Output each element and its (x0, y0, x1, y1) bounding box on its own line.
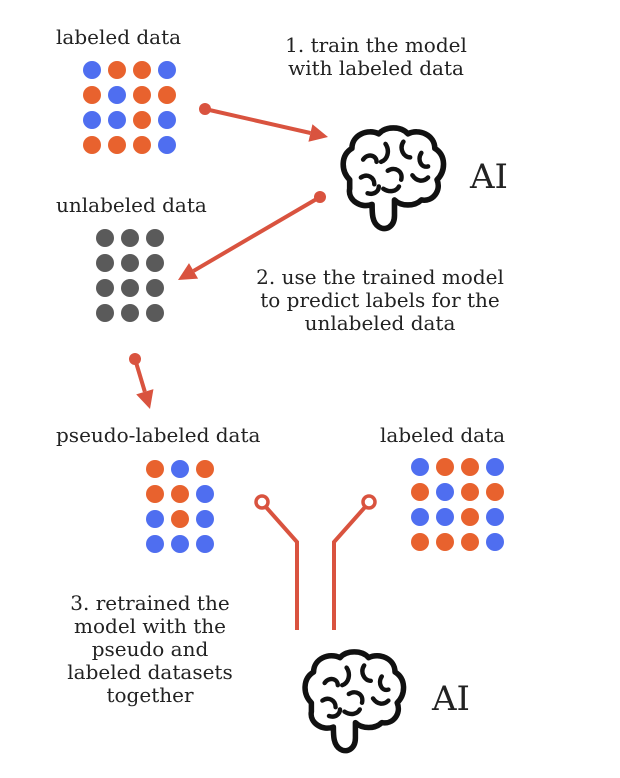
blue-data-dot (196, 510, 214, 528)
step-3-line: model with the (74, 614, 226, 638)
orange-data-dot (108, 61, 126, 79)
blue-data-dot (486, 508, 504, 526)
ai-label-top: AI (470, 157, 508, 197)
labeled-data-grid-bottom (411, 458, 504, 551)
orange-data-dot (83, 86, 101, 104)
blue-data-dot (83, 61, 101, 79)
arrow-head (178, 263, 199, 280)
step-2-line: 2. use the trained model (256, 265, 504, 289)
step-3-line: pseudo and (91, 637, 209, 661)
gray-data-dot (96, 304, 114, 322)
blue-data-dot (158, 111, 176, 129)
brain-icon (305, 652, 403, 751)
pseudo-labeled-data-grid (146, 460, 214, 553)
orange-data-dot (436, 458, 454, 476)
orange-data-dot (461, 533, 479, 551)
arrow-labeled-to-ai (199, 103, 328, 142)
gray-data-dot (121, 254, 139, 272)
arrow-head (136, 389, 154, 409)
orange-data-dot (461, 508, 479, 526)
orange-data-dot (461, 483, 479, 501)
connector-line (332, 504, 368, 630)
gray-data-dot (96, 279, 114, 297)
unlabeled-data-grid (96, 229, 164, 322)
blue-data-dot (486, 533, 504, 551)
connector-endpoint (361, 494, 377, 510)
orange-data-dot (461, 458, 479, 476)
orange-data-dot (108, 136, 126, 154)
orange-data-dot (146, 485, 164, 503)
step-1-text: 1. train the model with labeled data (285, 34, 467, 80)
blue-data-dot (196, 535, 214, 553)
blue-data-dot (108, 111, 126, 129)
gray-data-dot (121, 229, 139, 247)
orange-data-dot (133, 86, 151, 104)
arrow-head (308, 124, 328, 142)
connector-line (263, 504, 299, 630)
blue-data-dot (486, 458, 504, 476)
blue-data-dot (436, 508, 454, 526)
blue-data-dot (436, 483, 454, 501)
blue-data-dot (196, 485, 214, 503)
arrow-unlabeled-to-pseudo (129, 353, 154, 409)
step-3-line: together (106, 683, 194, 707)
blue-data-dot (411, 508, 429, 526)
blue-data-dot (171, 460, 189, 478)
step-2-line: unlabeled data (304, 311, 456, 335)
arrow-ai-to-unlabeled (178, 191, 326, 280)
labeled-data-title-top: labeled data (56, 25, 182, 49)
blue-data-dot (108, 86, 126, 104)
gray-data-dot (146, 304, 164, 322)
orange-data-dot (171, 510, 189, 528)
brain-icon (343, 128, 443, 229)
step-1-line: 1. train the model (285, 33, 467, 57)
orange-data-dot (411, 533, 429, 551)
orange-data-dot (196, 460, 214, 478)
step-2-text: 2. use the trained model to predict labe… (256, 266, 504, 335)
gray-data-dot (146, 279, 164, 297)
step-1-line: with labeled data (288, 56, 464, 80)
unlabeled-data-title: unlabeled data (56, 193, 207, 217)
orange-data-dot (436, 533, 454, 551)
blue-data-dot (411, 458, 429, 476)
merge-connector (254, 494, 377, 630)
orange-data-dot (158, 86, 176, 104)
orange-data-dot (171, 485, 189, 503)
step-2-line: to predict labels for the (260, 288, 500, 312)
orange-data-dot (411, 483, 429, 501)
orange-data-dot (83, 136, 101, 154)
step-3-text: 3. retrained the model with the pseudo a… (67, 592, 232, 707)
ai-label-bottom: AI (432, 679, 470, 719)
arrow-shaft (192, 195, 322, 273)
arrow-shaft (204, 107, 311, 135)
blue-data-dot (171, 535, 189, 553)
step-3-line: 3. retrained the (70, 591, 230, 615)
gray-data-dot (121, 304, 139, 322)
blue-data-dot (146, 535, 164, 553)
orange-data-dot (133, 136, 151, 154)
gray-data-dot (96, 229, 114, 247)
gray-data-dot (146, 229, 164, 247)
orange-data-dot (133, 111, 151, 129)
gray-data-dot (146, 254, 164, 272)
blue-data-dot (158, 61, 176, 79)
blue-data-dot (146, 510, 164, 528)
orange-data-dot (486, 483, 504, 501)
connector-endpoint (254, 494, 270, 510)
gray-data-dot (96, 254, 114, 272)
labeled-data-grid-top (83, 61, 176, 154)
labeled-data-title-bottom: labeled data (380, 423, 506, 447)
blue-data-dot (158, 136, 176, 154)
pseudo-labeled-data-title: pseudo-labeled data (56, 423, 261, 447)
orange-data-dot (133, 61, 151, 79)
arrow-shaft (133, 358, 147, 393)
gray-data-dot (121, 279, 139, 297)
step-3-line: labeled datasets (67, 660, 233, 684)
orange-data-dot (146, 460, 164, 478)
blue-data-dot (83, 111, 101, 129)
